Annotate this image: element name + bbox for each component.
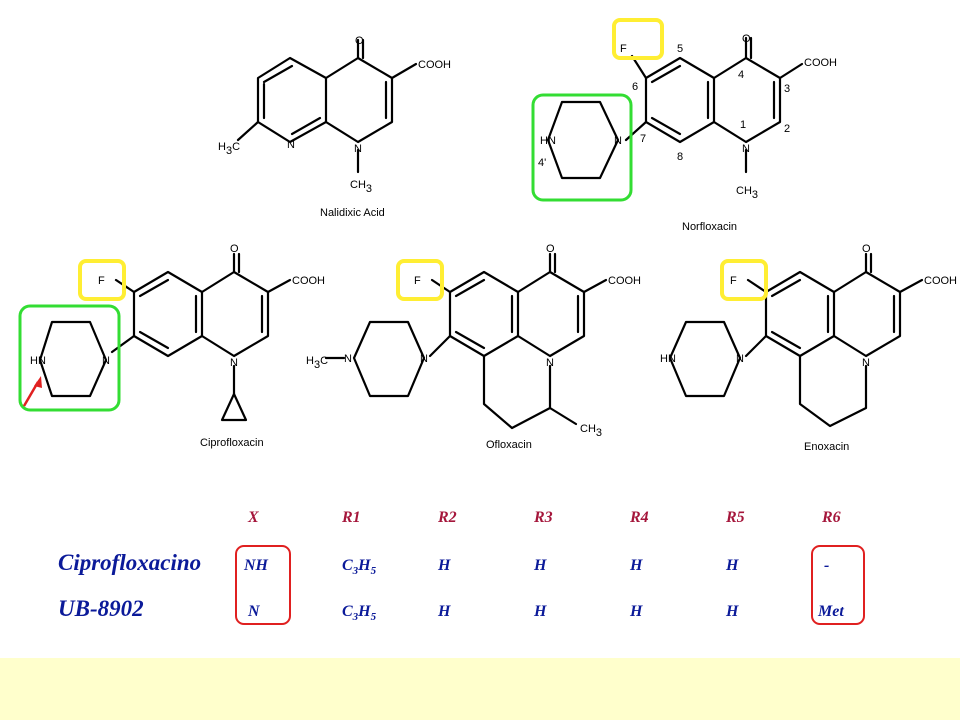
nalidixic-acid-structure — [236, 38, 418, 174]
ciprofloxacin-structure — [38, 252, 292, 422]
table-cell-r1: C3H5 — [342, 557, 377, 577]
table-header-r1: R1 — [341, 509, 361, 526]
norfloxacin-cooh-label: COOH — [804, 57, 837, 69]
ciprofloxacin-piperazine-highlight — [18, 304, 121, 412]
norfloxacin-structure — [546, 36, 804, 180]
table-cell-x: N — [247, 603, 261, 620]
norfloxacin-position-4prime: 4' — [538, 157, 546, 169]
norfloxacin-caption: Norfloxacin — [682, 221, 737, 233]
table-header-r6: R6 — [821, 509, 841, 526]
table-cell-r6: - — [824, 557, 829, 574]
norfloxacin-piperazine-n-label: N — [614, 135, 622, 147]
nalidixic-cooh-label: COOH — [418, 59, 451, 71]
table-header-r3: R3 — [533, 509, 553, 526]
enoxacin-n1-label: N — [862, 357, 870, 369]
table-cell-r1: C3H5 — [342, 603, 377, 623]
ciprofloxacin-hn-label: HN — [30, 355, 46, 367]
table-cell-r3: H — [533, 557, 547, 574]
norfloxacin-fluorine-label: F — [620, 43, 627, 55]
norfloxacin-position-8: 8 — [677, 151, 683, 163]
table-cell-r2: H — [437, 557, 451, 574]
enoxacin-caption: Enoxacin — [804, 441, 849, 453]
norfloxacin-ch3-label: CH3 — [736, 185, 758, 201]
norfloxacin-position-4: 4 — [738, 69, 744, 81]
norfloxacin-position-5: 5 — [677, 43, 683, 55]
nalidixic-h3c-label: H3C — [218, 141, 240, 157]
table-cell-x: NH — [243, 557, 269, 574]
norfloxacin-position-2: 2 — [784, 123, 790, 135]
ciprofloxacin-n1-label: N — [230, 357, 238, 369]
table-cell-r5: H — [725, 603, 739, 620]
substituent-table: X R1 R2 R3 R4 R5 R6 Ciprofloxacino NH C3… — [58, 509, 865, 625]
table-row-name: UB-8902 — [58, 596, 144, 621]
ofloxacin-fluorine-highlight — [396, 259, 444, 301]
norfloxacin-position-6: 6 — [632, 81, 638, 93]
enoxacin-fluorine-highlight — [720, 259, 768, 301]
ciprofloxacin-arrow-head — [34, 376, 42, 388]
table-header-x: X — [247, 509, 259, 526]
table-x-column-highlight — [235, 545, 291, 625]
table-header-r4: R4 — [629, 509, 649, 526]
nalidixic-n8-label: N — [287, 139, 295, 151]
nalidixic-oxygen-label: O — [355, 35, 364, 47]
table-r6-column-highlight — [811, 545, 865, 625]
enoxacin-fluorine-label: F — [730, 275, 737, 287]
table-cell-r5: H — [725, 557, 739, 574]
nalidixic-acid-caption: Nalidixic Acid — [320, 207, 385, 219]
table-row-name: Ciprofloxacino — [58, 550, 201, 575]
ofloxacin-piperazine-n1-label: N — [344, 353, 352, 365]
ofloxacin-piperazine-n2-label: N — [420, 353, 428, 365]
ofloxacin-fluorine-label: F — [414, 275, 421, 287]
ofloxacin-cooh-label: COOH — [608, 275, 641, 287]
table-cell-r4: H — [629, 557, 643, 574]
nalidixic-ch3-label: CH3 — [350, 179, 372, 195]
norfloxacin-position-1: 1 — [740, 119, 746, 131]
enoxacin-piperazine-n-label: N — [736, 353, 744, 365]
enoxacin-cooh-label: COOH — [924, 275, 957, 287]
norfloxacin-position-3: 3 — [784, 83, 790, 95]
table-header-r5: R5 — [725, 509, 745, 526]
norfloxacin-oxygen-label: O — [742, 33, 751, 45]
ciprofloxacin-caption: Ciprofloxacin — [200, 437, 264, 449]
ofloxacin-structure — [324, 252, 608, 430]
enoxacin-oxygen-label: O — [862, 243, 871, 255]
ciprofloxacin-fluorine-label: F — [98, 275, 105, 287]
nalidixic-n1-label: N — [354, 143, 362, 155]
ofloxacin-h3c-label: H3C — [306, 355, 328, 371]
ciprofloxacin-piperazine-n-label: N — [102, 355, 110, 367]
norfloxacin-piperazine-highlight — [531, 93, 633, 202]
ofloxacin-caption: Ofloxacin — [486, 439, 532, 451]
enoxacin-structure — [668, 252, 924, 428]
ofloxacin-n1-label: N — [546, 357, 554, 369]
table-cell-r4: H — [629, 603, 643, 620]
enoxacin-hn-label: HN — [660, 353, 676, 365]
norfloxacin-n1-label: N — [742, 143, 750, 155]
table-header-r2: R2 — [437, 509, 457, 526]
footer-band — [0, 658, 960, 720]
table-cell-r2: H — [437, 603, 451, 620]
norfloxacin-hn-label: HN — [540, 135, 556, 147]
ciprofloxacin-fluorine-highlight — [78, 259, 126, 301]
ofloxacin-ch3-label: CH3 — [580, 423, 602, 439]
ciprofloxacin-oxygen-label: O — [230, 243, 239, 255]
ofloxacin-oxygen-label: O — [546, 243, 555, 255]
norfloxacin-fluorine-highlight — [612, 18, 664, 60]
table-cell-r6: Met — [817, 603, 844, 620]
table-cell-r3: H — [533, 603, 547, 620]
ciprofloxacin-cooh-label: COOH — [292, 275, 325, 287]
norfloxacin-position-7: 7 — [640, 133, 646, 145]
